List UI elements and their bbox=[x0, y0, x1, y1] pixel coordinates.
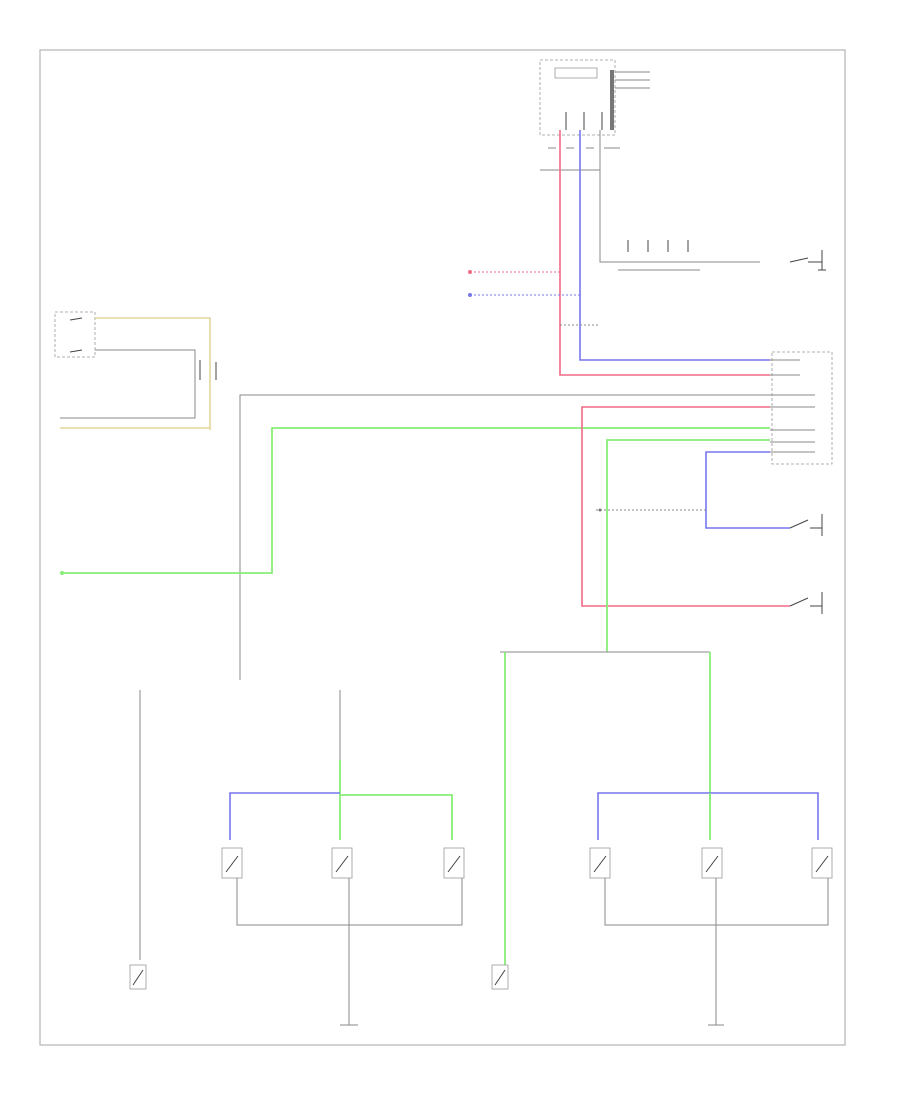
middle-switch-lower bbox=[789, 592, 823, 614]
wire-green-left-group bbox=[339, 760, 453, 840]
wire-gray-left-loop bbox=[60, 349, 196, 419]
wire-blue-right-group bbox=[597, 792, 819, 840]
diagram-frame bbox=[39, 49, 846, 1046]
right-group-switches bbox=[589, 847, 833, 879]
wire-blue-main bbox=[579, 130, 770, 361]
pressure-switch bbox=[789, 250, 826, 271]
wire-yellow-upper bbox=[95, 317, 211, 430]
bottom-middle-switch bbox=[491, 964, 509, 990]
wire-green-secondary bbox=[606, 439, 770, 652]
bottom-left-switch bbox=[129, 964, 147, 990]
wire-gray-top bbox=[599, 130, 760, 263]
wire-blue-lower bbox=[705, 451, 790, 529]
wire-blue-left-group bbox=[229, 792, 340, 840]
wire-red-lower bbox=[581, 406, 790, 607]
right-connector bbox=[770, 351, 833, 465]
middle-switch-upper bbox=[789, 514, 823, 536]
top-control-module bbox=[539, 59, 650, 136]
top-module-pins bbox=[540, 147, 620, 171]
wire-red-main bbox=[559, 130, 770, 376]
wire-green-main bbox=[62, 427, 770, 574]
top-right-pin-block bbox=[618, 240, 700, 271]
wire-gray-long bbox=[239, 394, 770, 680]
left-group-switches bbox=[221, 847, 465, 879]
left-sensor-box bbox=[54, 311, 96, 358]
